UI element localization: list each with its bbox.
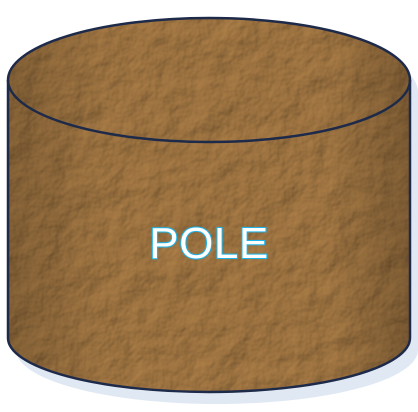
cylinder-label: POLE <box>0 218 418 270</box>
